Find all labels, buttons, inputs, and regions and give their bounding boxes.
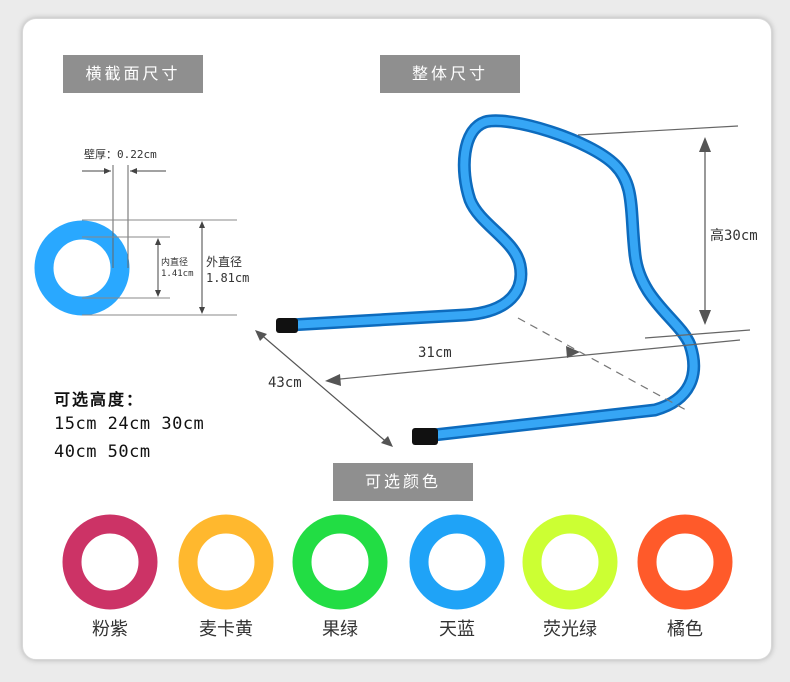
width-label: 31cm <box>418 345 452 361</box>
color-swatches <box>62 514 733 610</box>
cross-section-tag: 横截面尺寸 <box>63 55 203 93</box>
swatch-ring-orange[interactable] <box>637 514 733 610</box>
swatch-label-sky-blue: 天蓝 <box>439 619 475 640</box>
depth-label: 43cm <box>268 375 302 391</box>
hurdle-tube <box>283 114 701 443</box>
outer-diameter-label-2: 1.81cm <box>206 271 249 285</box>
swatch-label-pink-purple: 粉紫 <box>92 619 128 640</box>
swatch-ring-wheat-yellow[interactable] <box>178 514 274 610</box>
hurdle-diagram: 高30cm 31cm 43cm <box>255 114 758 447</box>
swatch-label-neon-green: 荧光绿 <box>543 619 597 640</box>
cross-section-diagram: 壁厚：0.22cm 内直径 1.41cm 外直径 1.81cm <box>34 147 249 316</box>
swatch-label-orange: 橘色 <box>667 619 703 640</box>
inner-diameter-label-2: 1.41cm <box>161 269 194 279</box>
inner-diameter-label-1: 内直径 <box>161 256 188 268</box>
swatch-label-wheat-yellow: 麦卡黄 <box>199 619 253 640</box>
swatch-ring-neon-green[interactable] <box>522 514 618 610</box>
colors-tag: 可选颜色 <box>333 463 473 501</box>
outer-diameter-label-1: 外直径 <box>206 255 242 269</box>
swatch-ring-sky-blue[interactable] <box>409 514 505 610</box>
swatch-ring-pink-purple[interactable] <box>62 514 158 610</box>
available-heights-title: 可选高度： <box>54 390 145 409</box>
available-heights-line-2: 40cm 50cm <box>54 442 151 462</box>
wall-thickness-label: 壁厚：0.22cm <box>84 147 157 161</box>
swatch-label-fruit-green: 果绿 <box>322 619 358 640</box>
available-heights-line-1: 15cm 24cm 30cm <box>54 414 205 434</box>
height-label: 高30cm <box>710 227 758 244</box>
left-end-cap <box>276 318 298 333</box>
right-end-cap <box>412 428 438 445</box>
overall-size-tag: 整体尺寸 <box>380 55 520 93</box>
tube-cross-section-ring <box>34 220 130 316</box>
swatch-ring-fruit-green[interactable] <box>292 514 388 610</box>
